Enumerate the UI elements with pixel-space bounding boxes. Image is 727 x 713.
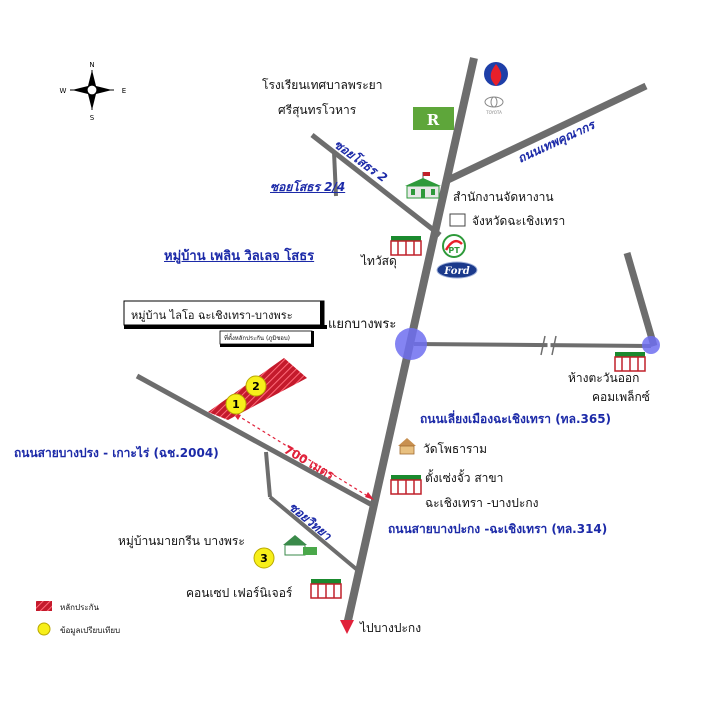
svg-text:PT: PT: [448, 246, 460, 255]
compass-west: W: [60, 87, 67, 95]
compass-icon: N S E W: [60, 61, 127, 122]
road-label-soi-sothon-2-4: ซอยโสธร 2/4: [270, 180, 346, 194]
road-soi-sothon-2: [310, 133, 442, 237]
concept-label: คอนเซป เฟอร์นิเจอร์: [186, 586, 293, 600]
compass-east: E: [122, 87, 126, 95]
house-icon: [283, 535, 317, 556]
distance-line: [231, 411, 375, 501]
building-icon: [310, 579, 342, 599]
building-icon: [614, 352, 646, 372]
road-soi-sothon-2-4: [332, 151, 338, 197]
to-bangpakong-label: ไปบางปะกง: [360, 621, 422, 635]
ford-logo-icon: Ford: [436, 261, 478, 279]
toyota-logo-icon: TOYOTA: [484, 96, 504, 115]
svg-text:Ford: Ford: [443, 266, 469, 277]
village-laio-label: หมู่บ้าน ไลโอ ฉะเชิงเทรา-บางพระ: [131, 309, 293, 322]
office-label-line1: สำนักงานจัดหางาน: [453, 190, 554, 204]
road-label-bypass-365: ถนนเลี่ยงเมืองฉะเชิงเทรา (ทล.365): [420, 412, 612, 426]
comparable-marker-1: 1: [225, 393, 247, 415]
road-bypass-365: [413, 342, 652, 348]
collateral-note-label: ที่ตั้งหลักประกัน (ภูมิชอบ): [224, 335, 291, 342]
road-label-bangpakong-314: ถนนสายบางปะกง -ฉะเชิงเทรา (ทล.314): [388, 522, 608, 536]
compass-north: N: [89, 61, 94, 69]
intersection-bangphra-marker: [395, 328, 427, 360]
road-right-vertical: [623, 252, 658, 347]
road-bangprong-2004: [135, 373, 376, 509]
comparable-marker-3: 3: [253, 547, 275, 569]
building-icon: [390, 236, 422, 256]
office-label-line2: จังหวัดฉะเชิงเทรา: [472, 214, 566, 228]
svg-text:TOYOTA: TOYOTA: [485, 110, 502, 115]
road-thepkhunakorn: [446, 82, 648, 184]
school-label-line2: ศรีสุนทรโวหาร: [278, 103, 357, 117]
svg-text:R: R: [427, 111, 440, 129]
ptt-logo-icon: [484, 62, 508, 86]
legend-collateral-label: หลักประกัน: [60, 603, 100, 612]
road-label-bangprong-2004: ถนนสายบางปรง - เกาะไร่ (ฉช.2004): [14, 446, 219, 460]
tang-label-line2: ฉะเชิงเทรา -บางปะกง: [425, 496, 539, 510]
legend-comparable-label: ข้อมูลเปรียบเทียบ: [60, 626, 121, 635]
legend-collateral-swatch: [36, 601, 52, 611]
temple-icon: [398, 438, 416, 455]
svg-text:3: 3: [260, 552, 268, 565]
road-soi-withaya: [268, 495, 363, 575]
intersection-label: แยกบางพระ: [328, 317, 397, 332]
comparable-marker-2: 2: [245, 375, 267, 397]
thaiwasadu-label: ไทวัสดุ: [361, 254, 397, 268]
pt-logo-icon: PT: [442, 234, 466, 258]
intersection-right-marker: [642, 336, 660, 354]
compass-south: S: [90, 114, 95, 122]
mall-label-line2: คอมเพล็กซ์: [592, 390, 650, 404]
school-label-line1: โรงเรียนเทศบาลพระยา: [262, 78, 383, 92]
svg-text:1: 1: [232, 398, 240, 411]
mall-label-line1: ห้างตะวันออก: [568, 371, 640, 385]
direction-arrow-icon: [340, 620, 354, 634]
school-icon: [405, 172, 441, 199]
svg-text:2: 2: [252, 380, 260, 393]
office-icon: [449, 213, 466, 227]
tang-label-line1: ตั้งเซ่งจั้ว สาขา: [425, 471, 504, 485]
building-icon: [390, 475, 422, 495]
robinson-logo-icon: R: [413, 107, 454, 130]
legend-comparable-swatch: [37, 622, 51, 636]
village-mygreen-label: หมู่บ้านมายกรีน บางพระ: [118, 534, 245, 548]
wat-label: วัดโพธาราม: [423, 442, 488, 456]
village-plin-label: หมู่บ้าน เพลิน วิลเลจ โสธร: [164, 249, 315, 264]
